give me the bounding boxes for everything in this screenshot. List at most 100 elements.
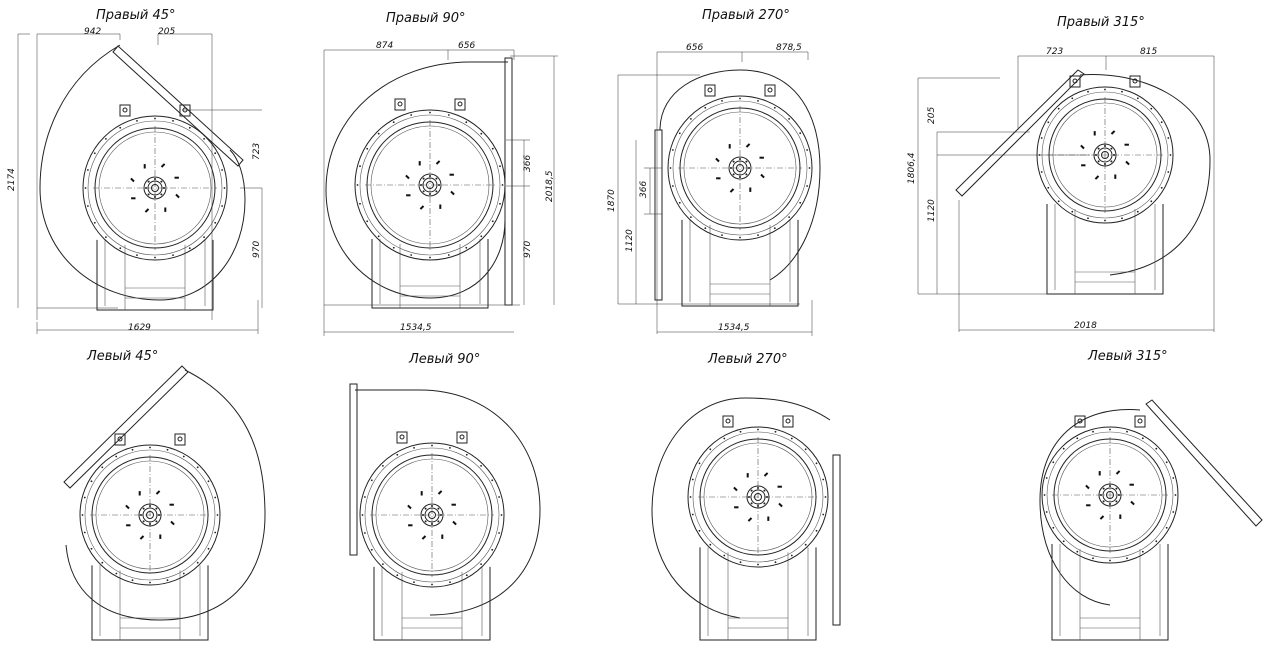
lifting-lug bbox=[396, 431, 408, 444]
lifting-lug bbox=[119, 104, 131, 117]
bolt-hole bbox=[498, 532, 500, 534]
bolt-hole bbox=[1087, 217, 1089, 220]
lifting-lug bbox=[394, 98, 406, 111]
bolt-hole bbox=[214, 531, 217, 534]
bolt-hole bbox=[449, 447, 451, 449]
hub-bolt bbox=[748, 167, 750, 169]
lifting-lug bbox=[1069, 75, 1081, 88]
centre-lines bbox=[698, 437, 818, 557]
hub-bolt bbox=[757, 487, 759, 489]
base-frame bbox=[373, 566, 491, 641]
inlet-flange-outer bbox=[687, 426, 829, 568]
hub-bolt bbox=[147, 180, 150, 183]
outlet-flange bbox=[504, 57, 513, 306]
motor-frame-rails bbox=[400, 285, 460, 297]
volute-housing-outline bbox=[1079, 73, 1211, 276]
bolt-hole bbox=[447, 254, 450, 256]
lifting-lug bbox=[454, 98, 466, 111]
volute-housing-outline bbox=[39, 44, 246, 301]
dim-970: 970 bbox=[252, 241, 262, 258]
bolt-hole bbox=[773, 227, 776, 230]
hub-bolt bbox=[160, 180, 163, 183]
hub-bolt bbox=[1102, 487, 1105, 490]
inlet-flange-inner bbox=[364, 447, 500, 583]
bolt-hole bbox=[370, 548, 373, 551]
bolt-hole bbox=[1172, 511, 1175, 513]
dimensions-right-90: 874 656 366 2018,5 970 1534,5 bbox=[323, 41, 558, 336]
bolt-hole bbox=[392, 121, 395, 124]
outlet-flange bbox=[955, 69, 1085, 197]
motor-frame-rails bbox=[1080, 617, 1140, 629]
dim-2174: 2174 bbox=[7, 168, 17, 191]
hub-bolt bbox=[750, 489, 753, 492]
impeller-blade-mark bbox=[407, 504, 412, 510]
hub-bolt bbox=[147, 193, 150, 196]
hub-bolt bbox=[1097, 160, 1100, 163]
fan-drawing-left-315 bbox=[1039, 399, 1263, 641]
hub-bolt bbox=[1109, 485, 1111, 487]
impeller-blade-mark bbox=[1085, 484, 1090, 490]
bolt-hole bbox=[364, 496, 366, 498]
hub-bolt bbox=[438, 184, 440, 186]
dim-2018-5: 2018,5 bbox=[545, 170, 555, 202]
bolt-hole bbox=[84, 187, 87, 189]
bolt-hole bbox=[1167, 137, 1170, 139]
hub-bolt bbox=[149, 523, 151, 525]
hub-mid bbox=[1097, 147, 1113, 163]
lifting-lug-hole bbox=[399, 434, 405, 440]
bolt-hole bbox=[188, 126, 191, 129]
bolt-hole bbox=[691, 478, 694, 481]
bolt-hole bbox=[449, 581, 451, 583]
bolt-hole bbox=[465, 453, 468, 456]
hub-bolt bbox=[160, 193, 163, 196]
centre-lines bbox=[370, 453, 494, 577]
lifting-lug-hole bbox=[1077, 418, 1083, 424]
bolt-hole bbox=[90, 547, 93, 550]
bolt-hole bbox=[370, 479, 373, 482]
lifting-lug-hole bbox=[1137, 418, 1143, 424]
bolt-hole bbox=[1062, 540, 1065, 543]
dim-723: 723 bbox=[252, 143, 262, 160]
title-right-270: Правый 270° bbox=[702, 8, 790, 23]
hub-bolt bbox=[1118, 494, 1120, 496]
hub-bolt bbox=[732, 173, 735, 176]
dim-1870: 1870 bbox=[607, 189, 617, 212]
inlet-flange-outer bbox=[359, 442, 505, 588]
dim-656: 656 bbox=[458, 41, 475, 51]
motor-frame-rails bbox=[125, 287, 185, 299]
hub-bolt bbox=[145, 187, 147, 189]
lifting-lug bbox=[1134, 415, 1146, 428]
bolt-hole bbox=[678, 132, 681, 135]
bolt-hole bbox=[119, 126, 122, 129]
bolt-hole bbox=[1109, 428, 1111, 431]
bolt-hole bbox=[1160, 186, 1163, 189]
bolt-hole bbox=[799, 201, 802, 204]
bolt-hole bbox=[709, 448, 712, 451]
bolt-hole bbox=[501, 184, 504, 186]
dim-2018: 2018 bbox=[1074, 321, 1097, 331]
hub-bolt bbox=[431, 523, 433, 525]
bolt-hole bbox=[1062, 447, 1065, 450]
bolt-hole bbox=[105, 138, 107, 140]
bolt-hole bbox=[196, 561, 199, 564]
bolt-hole bbox=[499, 165, 501, 168]
bolt-hole bbox=[757, 428, 759, 431]
title-left-270: Левый 270° bbox=[707, 352, 788, 367]
hub-mid bbox=[142, 507, 158, 523]
base-frame bbox=[699, 547, 817, 641]
impeller-blade-mark bbox=[763, 472, 769, 477]
hub-bolt bbox=[154, 178, 156, 180]
lifting-lug-hole bbox=[457, 101, 463, 107]
hub-outer bbox=[1098, 483, 1122, 507]
lifting-lug bbox=[174, 433, 186, 446]
bolt-hole bbox=[429, 111, 431, 114]
bolt-hole bbox=[690, 216, 692, 219]
impeller-blade-mark bbox=[144, 208, 150, 213]
bolt-hole bbox=[1155, 540, 1158, 543]
bolt-hole bbox=[396, 574, 399, 577]
hub-bore bbox=[1101, 151, 1109, 159]
bolt-hole bbox=[721, 234, 723, 237]
dim-723-b: 723 bbox=[1046, 47, 1063, 57]
impeller-blade-mark bbox=[1099, 515, 1105, 520]
